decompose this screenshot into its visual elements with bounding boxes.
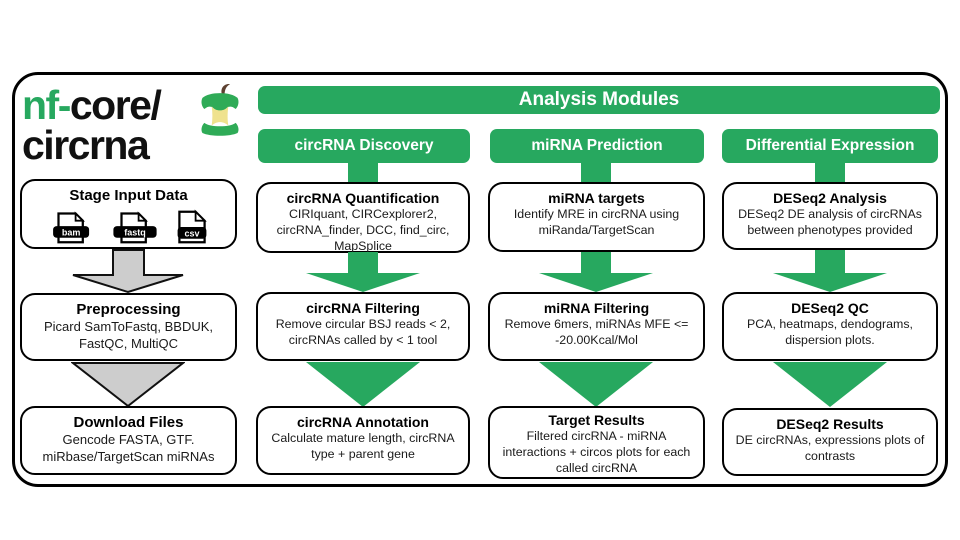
logo-pipeline-name: circrna [22,122,150,168]
green-down-triangle [773,362,887,407]
analysis-modules-header: Analysis Modules [258,86,940,114]
box-body: Filtered circRNA - miRNA interactions + … [502,429,691,475]
fastq-file-icon: fastq [112,211,157,244]
download-files-box: Download Files Gencode FASTA, GTF. miRba… [20,406,237,475]
green-down-arrow [539,252,653,292]
box-title: miRNA Filtering [543,300,650,316]
box-body: DESeq2 DE analysis of circRNAs between p… [738,207,922,237]
deseq2-analysis-box: DESeq2 Analysis DESeq2 DE analysis of ci… [722,182,938,250]
deseq2-qc-box: DESeq2 QC PCA, heatmaps, dendograms, dis… [722,292,938,361]
gray-down-triangle [71,362,185,408]
preprocessing-body: Picard SamToFastq, BBDUK, FastQC, MultiQ… [43,319,214,351]
box-title: circRNA Filtering [306,300,420,316]
connector-shaft [348,161,378,182]
gray-down-arrow [72,249,184,294]
svg-text:csv: csv [184,228,199,238]
connector-shaft [581,161,611,182]
box-body: CIRIquant, CIRCexplorer2, circRNA_finder… [276,207,450,253]
box-title: DESeq2 QC [791,300,869,316]
circrna-annotation-box: circRNA Annotation Calculate mature leng… [256,406,470,475]
box-body: DE circRNAs, expressions plots of contra… [735,433,925,463]
download-files-body: Gencode FASTA, GTF. miRbase/TargetScan m… [42,432,215,464]
logo-core: core/ [69,82,162,128]
column-header-differential-expression: Differential Expression [722,129,938,163]
box-title: circRNA Annotation [297,414,429,430]
column-header-circrna-discovery: circRNA Discovery [258,129,470,163]
box-title: miRNA targets [548,190,645,206]
box-body: Identify MRE in circRNA using miRanda/Ta… [513,207,680,237]
circrna-quantification-box: circRNA Quantification CIRIquant, CIRCex… [256,182,470,253]
logo-nf: nf- [22,82,71,128]
green-down-triangle [306,362,420,407]
box-title: DESeq2 Results [776,416,884,432]
green-down-arrow [306,252,420,292]
stage-input-title: Stage Input Data [69,187,188,204]
box-body: PCA, heatmaps, dendograms, dispersion pl… [747,317,913,347]
column-header-mirna-prediction: miRNA Prediction [490,129,704,163]
mirna-targets-box: miRNA targets Identify MRE in circRNA us… [488,182,705,252]
mirna-filtering-box: miRNA Filtering Remove 6mers, miRNAs MFE… [488,292,705,361]
target-results-box: Target Results Filtered circRNA - miRNA … [488,406,705,479]
download-files-title: Download Files [73,414,184,431]
green-down-triangle [539,362,653,407]
logo-line-2: circrna [22,122,150,168]
connector-shaft [815,161,845,182]
box-body: Remove circular BSJ reads < 2, circRNAs … [275,317,451,347]
input-file-icons: bam fastq csv [22,209,235,245]
circrna-filtering-box: circRNA Filtering Remove circular BSJ re… [256,292,470,361]
box-body: Calculate mature length, circRNA type + … [271,431,455,461]
apple-core-icon [196,82,244,141]
box-title: DESeq2 Analysis [773,190,887,206]
preprocessing-box: Preprocessing Picard SamToFastq, BBDUK, … [20,293,237,361]
svg-text:fastq: fastq [124,228,146,238]
stage-input-data-box: Stage Input Data bam fastq csv [20,179,237,249]
box-body: Remove 6mers, miRNAs MFE <= -20.00Kcal/M… [504,317,689,347]
box-title: Target Results [548,412,645,428]
csv-file-icon: csv [177,209,207,244]
bam-file-icon: bam [52,211,89,244]
box-title: circRNA Quantification [286,190,440,206]
svg-text:bam: bam [61,228,80,238]
logo-line-1: nf-core/ [22,82,162,128]
preprocessing-title: Preprocessing [76,301,181,318]
green-down-arrow [773,250,887,292]
deseq2-results-box: DESeq2 Results DE circRNAs, expressions … [722,408,938,476]
